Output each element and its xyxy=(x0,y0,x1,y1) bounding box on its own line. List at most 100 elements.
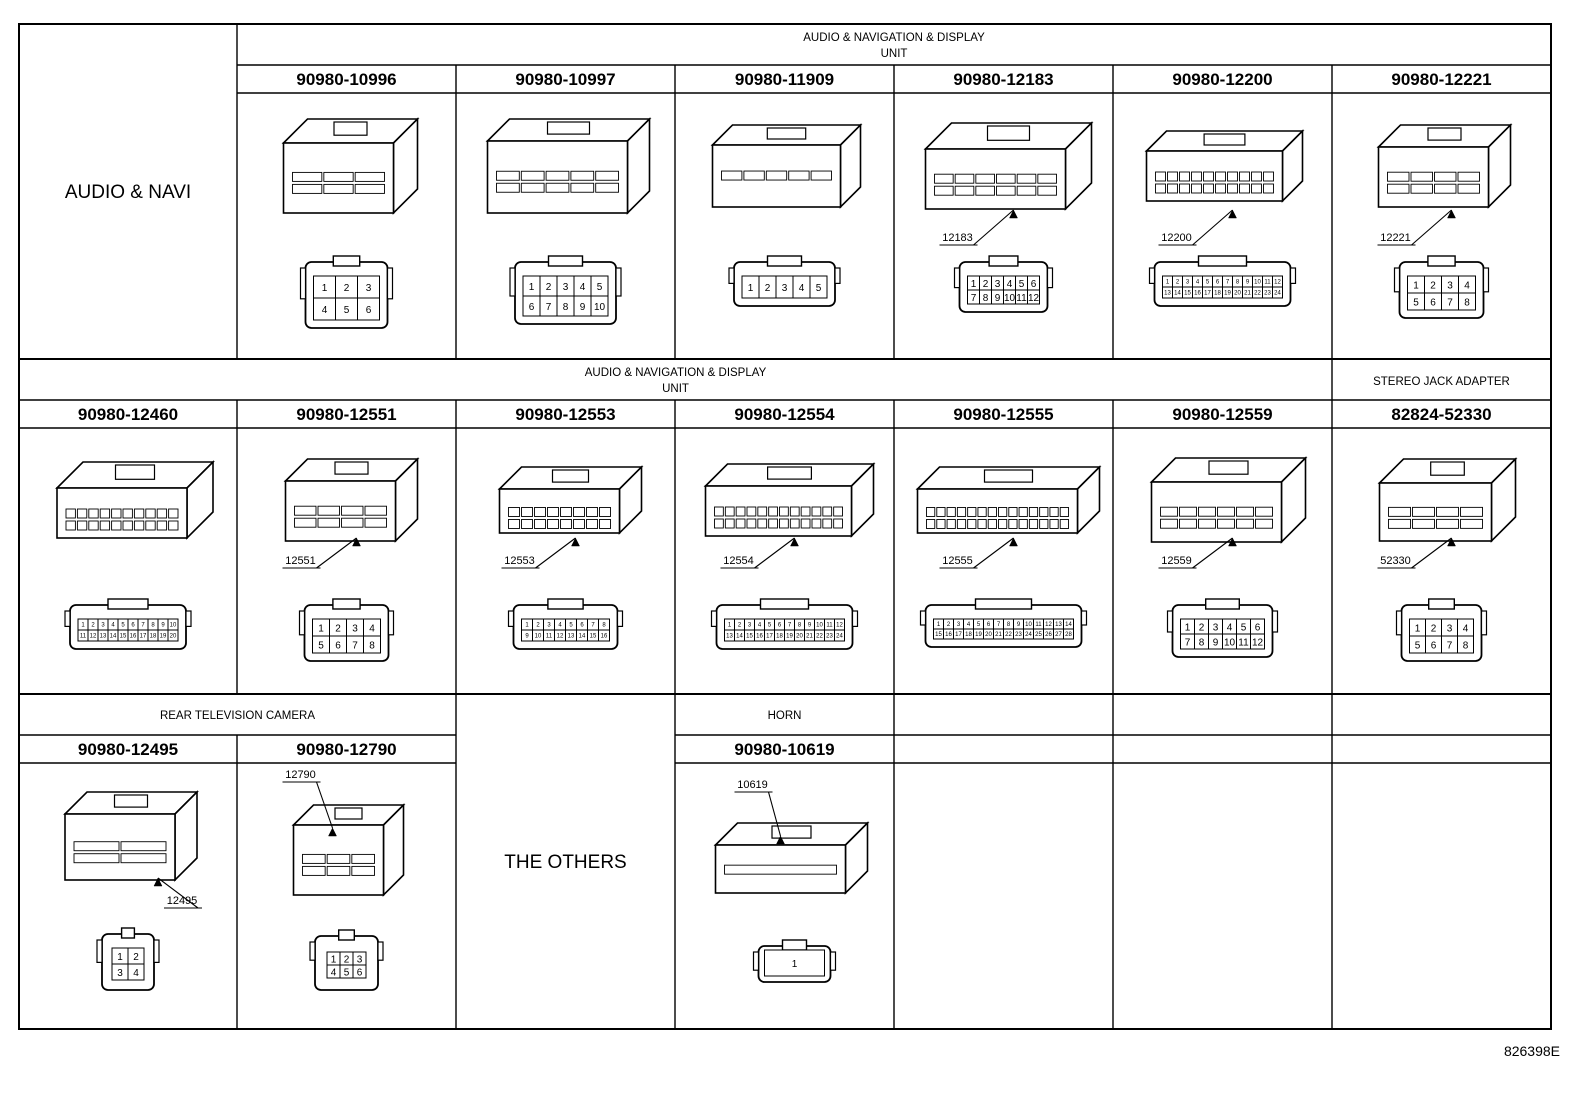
leader-line xyxy=(316,537,357,569)
pin-number: 22 xyxy=(1005,632,1012,638)
ear xyxy=(615,267,622,297)
callout-label: 12554 xyxy=(723,555,754,567)
cavity xyxy=(735,518,746,529)
pin-number: 2 xyxy=(1176,280,1180,286)
latch xyxy=(1208,460,1249,475)
latch xyxy=(551,469,590,483)
cavity xyxy=(1388,506,1411,517)
callout-label: 12559 xyxy=(1161,555,1192,567)
cavity xyxy=(954,185,975,196)
pin-number: 7 xyxy=(1447,641,1453,652)
cavity xyxy=(926,507,936,517)
cavity xyxy=(560,519,572,529)
callout: 12551 xyxy=(282,537,361,569)
pin-number: 9 xyxy=(1246,280,1250,286)
cavity xyxy=(294,517,317,528)
callout: 10619 xyxy=(734,779,785,845)
ear xyxy=(509,267,516,297)
cavity xyxy=(292,171,323,182)
pin-number: 8 xyxy=(1464,298,1470,309)
latch xyxy=(988,255,1019,267)
connector-face: 1 xyxy=(752,939,837,983)
pin-number: 12 xyxy=(1252,638,1264,649)
cavity xyxy=(768,506,778,517)
connector-body xyxy=(923,121,1094,211)
pin-cell xyxy=(127,963,145,981)
pin-number: 2 xyxy=(1430,281,1436,292)
part-number: 90980-12221 xyxy=(1391,70,1491,89)
pin-number: 23 xyxy=(826,634,833,640)
cavity xyxy=(99,508,111,519)
connector-body xyxy=(713,821,870,895)
ear xyxy=(1271,610,1279,633)
pin-number: 20 xyxy=(170,634,177,640)
pin-cell xyxy=(1458,292,1476,311)
pin-number: 12 xyxy=(836,623,843,629)
cavity xyxy=(975,185,995,196)
cavity xyxy=(1255,518,1273,529)
body-front xyxy=(56,487,188,539)
cavity xyxy=(1436,506,1459,517)
cavity xyxy=(317,517,340,528)
pin-number: 18 xyxy=(1214,291,1221,297)
pin-number: 12 xyxy=(1274,280,1281,286)
part-number: 82824-52330 xyxy=(1391,405,1491,424)
cavity xyxy=(570,182,595,193)
cavity xyxy=(1028,519,1039,529)
pin-number: 2 xyxy=(91,623,95,629)
cavity xyxy=(595,182,619,193)
cavity xyxy=(508,507,520,517)
pin-number: 5 xyxy=(344,968,350,979)
part-number: 90980-12554 xyxy=(734,405,835,424)
cavity xyxy=(800,518,811,529)
part-number: 90980-11909 xyxy=(735,70,834,89)
cavity xyxy=(800,506,811,517)
body-front xyxy=(1145,150,1284,202)
ear xyxy=(386,267,394,300)
latch xyxy=(759,598,810,610)
callout: 12554 xyxy=(720,537,799,569)
leader-line xyxy=(973,209,1014,246)
pin-number: 1 xyxy=(529,282,535,293)
latch xyxy=(781,939,808,951)
pin-number: 3 xyxy=(547,623,551,629)
pin-number: 2 xyxy=(947,622,951,628)
connector-body xyxy=(710,123,863,209)
cavity xyxy=(757,518,768,529)
cavity xyxy=(987,519,997,529)
pin-number: 2 xyxy=(765,283,771,294)
latch xyxy=(766,127,807,140)
cavity xyxy=(496,170,520,181)
pin-number: 11 xyxy=(546,634,553,640)
cavity xyxy=(1167,183,1178,194)
cavity xyxy=(967,507,977,517)
arrowhead xyxy=(1447,209,1456,219)
pin-number: 19 xyxy=(1224,291,1231,297)
cavity xyxy=(1263,183,1274,194)
cavity xyxy=(1179,506,1197,517)
pin-cell xyxy=(167,629,179,642)
pin-number: 5 xyxy=(597,282,603,293)
arrowhead xyxy=(153,877,163,887)
others-label: THE OTHERS xyxy=(504,852,626,873)
cavity xyxy=(317,505,340,516)
cavity xyxy=(111,520,122,531)
ear xyxy=(851,610,859,627)
cavity xyxy=(1387,183,1410,194)
pin-number: 7 xyxy=(546,302,552,313)
pin-number: 18 xyxy=(150,634,157,640)
pin-number: 8 xyxy=(1199,638,1205,649)
pin-number: 22 xyxy=(1254,291,1261,297)
pin-number: 1 xyxy=(792,959,798,970)
cavity xyxy=(570,170,595,181)
cavity xyxy=(934,173,954,184)
latch xyxy=(334,807,363,820)
pin-number: 3 xyxy=(563,282,569,293)
pin-number: 18 xyxy=(965,632,972,638)
pin-number: 5 xyxy=(1206,280,1210,286)
ear xyxy=(919,610,927,626)
part-number: 90980-12460 xyxy=(78,405,178,424)
arrowhead xyxy=(571,537,580,547)
